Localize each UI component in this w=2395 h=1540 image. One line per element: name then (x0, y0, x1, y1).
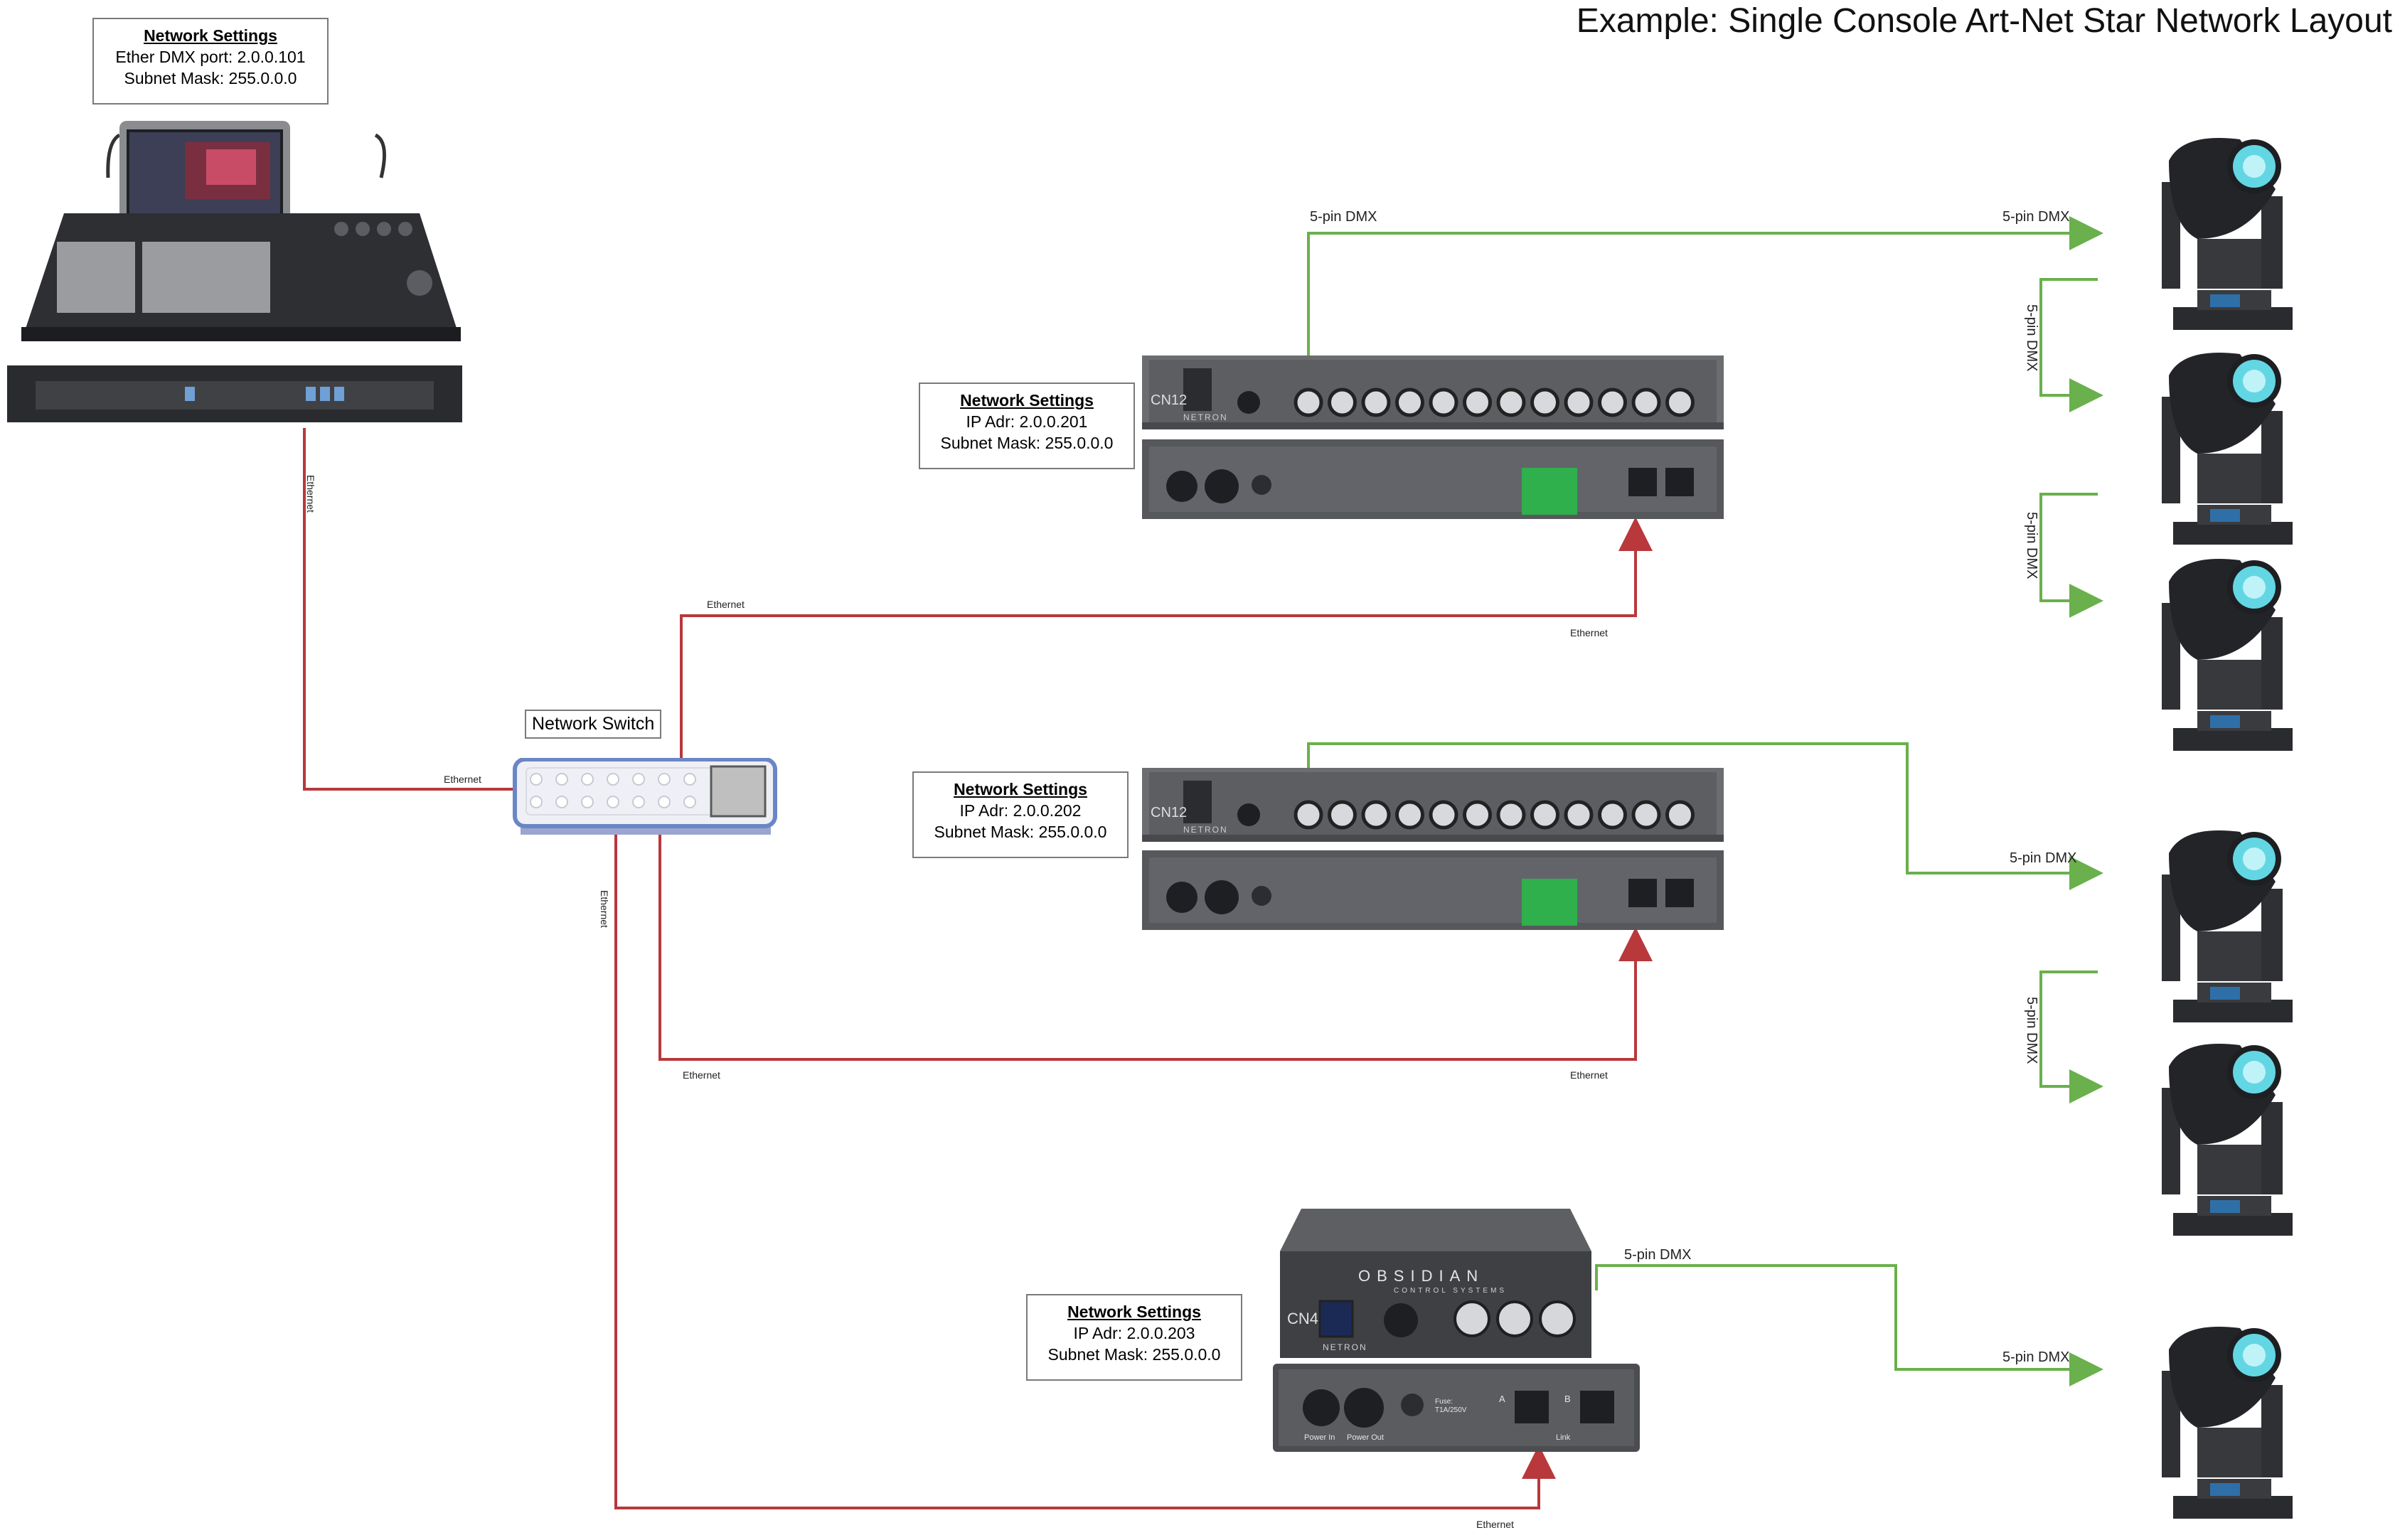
settings-subnet: Subnet Mask: 255.0.0.0 (124, 69, 297, 87)
network-switch (513, 758, 777, 835)
node1-front: CN12 NETRON (1142, 355, 1724, 429)
dmx-output-connector (1631, 387, 1661, 417)
settings-heading: Network Settings (954, 780, 1087, 798)
ethernet-console-to-switch (303, 428, 530, 791)
dmx-output-connector (1328, 800, 1357, 830)
dmx-output-connector (1665, 387, 1695, 417)
settings-ip: IP Adr: 2.0.0.203 (1073, 1324, 1195, 1342)
fuse-label: Fuse: T1A/250V (1435, 1398, 1467, 1414)
network-switch-label: Network Switch (525, 710, 662, 739)
dmx-output-connector (1530, 387, 1559, 417)
dmx-label: 5-pin DMX (2002, 1349, 2070, 1365)
lighting-console (21, 121, 461, 341)
lighting-console-rear (7, 365, 462, 422)
settings-heading: Network Settings (144, 26, 277, 45)
node2-network-settings: Network Settings IP Adr: 2.0.0.202 Subne… (912, 771, 1129, 858)
node3-rear: Power In Power Out Fuse: T1A/250V A B Li… (1273, 1364, 1640, 1452)
ethernet-label: Ethernet (1570, 627, 1608, 638)
dmx-label: 5-pin DMX (2010, 850, 2077, 866)
node-model-label: CN12 (1151, 805, 1188, 820)
settings-heading: Network Settings (960, 391, 1094, 410)
dmx-output-connector (1598, 800, 1627, 830)
dmx-node3-to-fixture6 (1595, 1264, 2103, 1386)
dmx-output-connector (1496, 387, 1526, 417)
dmx-label: 5-pin DMX (2024, 512, 2039, 579)
node3-network-settings: Network Settings IP Adr: 2.0.0.203 Subne… (1026, 1294, 1242, 1381)
ethernet-label: Ethernet (683, 1069, 720, 1081)
dmx-output-connector (1293, 387, 1323, 417)
dmx-output-connector (1429, 800, 1458, 830)
settings-ip: IP Adr: 2.0.0.202 (959, 801, 1082, 820)
node-model-label: CN12 (1151, 392, 1188, 408)
dmx-output-connector (1395, 800, 1424, 830)
dmx-output-connector (1530, 800, 1559, 830)
dmx-label: 5-pin DMX (2002, 209, 2070, 225)
dmx-output-connector (1463, 800, 1492, 830)
node1-network-settings: Network Settings IP Adr: 2.0.0.201 Subne… (919, 383, 1135, 469)
settings-subnet: Subnet Mask: 255.0.0.0 (934, 823, 1107, 841)
node-maker-sub-label: CONTROL SYSTEMS (1394, 1287, 1508, 1295)
console-network-settings: Network Settings Ether DMX port: 2.0.0.1… (92, 18, 329, 105)
node-maker-label: OBSIDIAN (1358, 1267, 1485, 1285)
ethernet-label: Ethernet (1570, 1069, 1608, 1081)
dmx-label: 5-pin DMX (1310, 209, 1377, 225)
settings-heading: Network Settings (1067, 1303, 1201, 1321)
diagram-title: Example: Single Console Art-Net Star Net… (1576, 2, 2392, 40)
ethernet-label: Ethernet (305, 475, 316, 513)
node-front-panel (1142, 355, 1724, 429)
dmx-output-connector (1665, 800, 1695, 830)
link-label: Link (1556, 1433, 1571, 1442)
settings-subnet: Subnet Mask: 255.0.0.0 (940, 434, 1114, 452)
dmx-output-connector (1328, 387, 1357, 417)
node-brand-label: NETRON (1323, 1342, 1367, 1352)
node-front-panel (1142, 768, 1724, 842)
ethernet-label: Ethernet (1476, 1519, 1514, 1530)
dmx-output-connector (1564, 800, 1594, 830)
port-a-label: A (1499, 1394, 1505, 1404)
ethernet-label: Ethernet (444, 774, 481, 785)
dmx-output-connector (1361, 800, 1391, 830)
dmx-fixture1-to-fixture2 (2039, 278, 2103, 412)
ethernet-label: Ethernet (707, 599, 745, 610)
node-brand-label: NETRON (1183, 825, 1228, 835)
dmx-output-connector (1429, 387, 1458, 417)
node-brand-label: NETRON (1183, 412, 1228, 422)
dmx-label: 5-pin DMX (2024, 304, 2039, 372)
settings-ip: Ether DMX port: 2.0.0.101 (115, 48, 306, 66)
dmx-output-connector (1463, 387, 1492, 417)
dmx-label: 5-pin DMX (1624, 1247, 1692, 1263)
dmx-output-connector (1598, 387, 1627, 417)
settings-ip: IP Adr: 2.0.0.201 (966, 412, 1088, 431)
power-out-label: Power Out (1347, 1433, 1384, 1442)
dmx-output-connector (1496, 800, 1526, 830)
node2-front: CN12 NETRON (1142, 768, 1724, 842)
ethernet-label: Ethernet (599, 890, 610, 928)
node1-rear (1142, 439, 1724, 519)
ethernet-switch-to-node2 (658, 789, 1653, 1061)
dmx-node1-to-fixture1 (1307, 216, 2103, 359)
dmx-fixture2-to-fixture3 (2039, 493, 2103, 618)
ethernet-switch-to-node3 (614, 789, 1556, 1509)
dmx-label: 5-pin DMX (2024, 997, 2039, 1064)
node-rear-panel (1142, 439, 1724, 519)
node2-rear (1142, 850, 1724, 930)
node-model-label: CN4 (1287, 1310, 1319, 1327)
dmx-output-connector (1395, 387, 1424, 417)
port-b-label: B (1564, 1394, 1571, 1404)
settings-subnet: Subnet Mask: 255.0.0.0 (1047, 1345, 1221, 1364)
dmx-fixture4-to-fixture5 (2039, 970, 2103, 1103)
dmx-output-connector (1631, 800, 1661, 830)
power-in-label: Power In (1304, 1433, 1335, 1442)
node3-front: OBSIDIAN CONTROL SYSTEMS CN4 NETRON (1280, 1209, 1591, 1358)
dmx-output-connector (1564, 387, 1594, 417)
dmx-output-connector (1361, 387, 1391, 417)
ethernet-switch-to-node1 (680, 517, 1653, 782)
dmx-node2-to-fixture4 (1307, 742, 2103, 890)
dmx-output-connector (1293, 800, 1323, 830)
node-rear-panel (1142, 850, 1724, 930)
